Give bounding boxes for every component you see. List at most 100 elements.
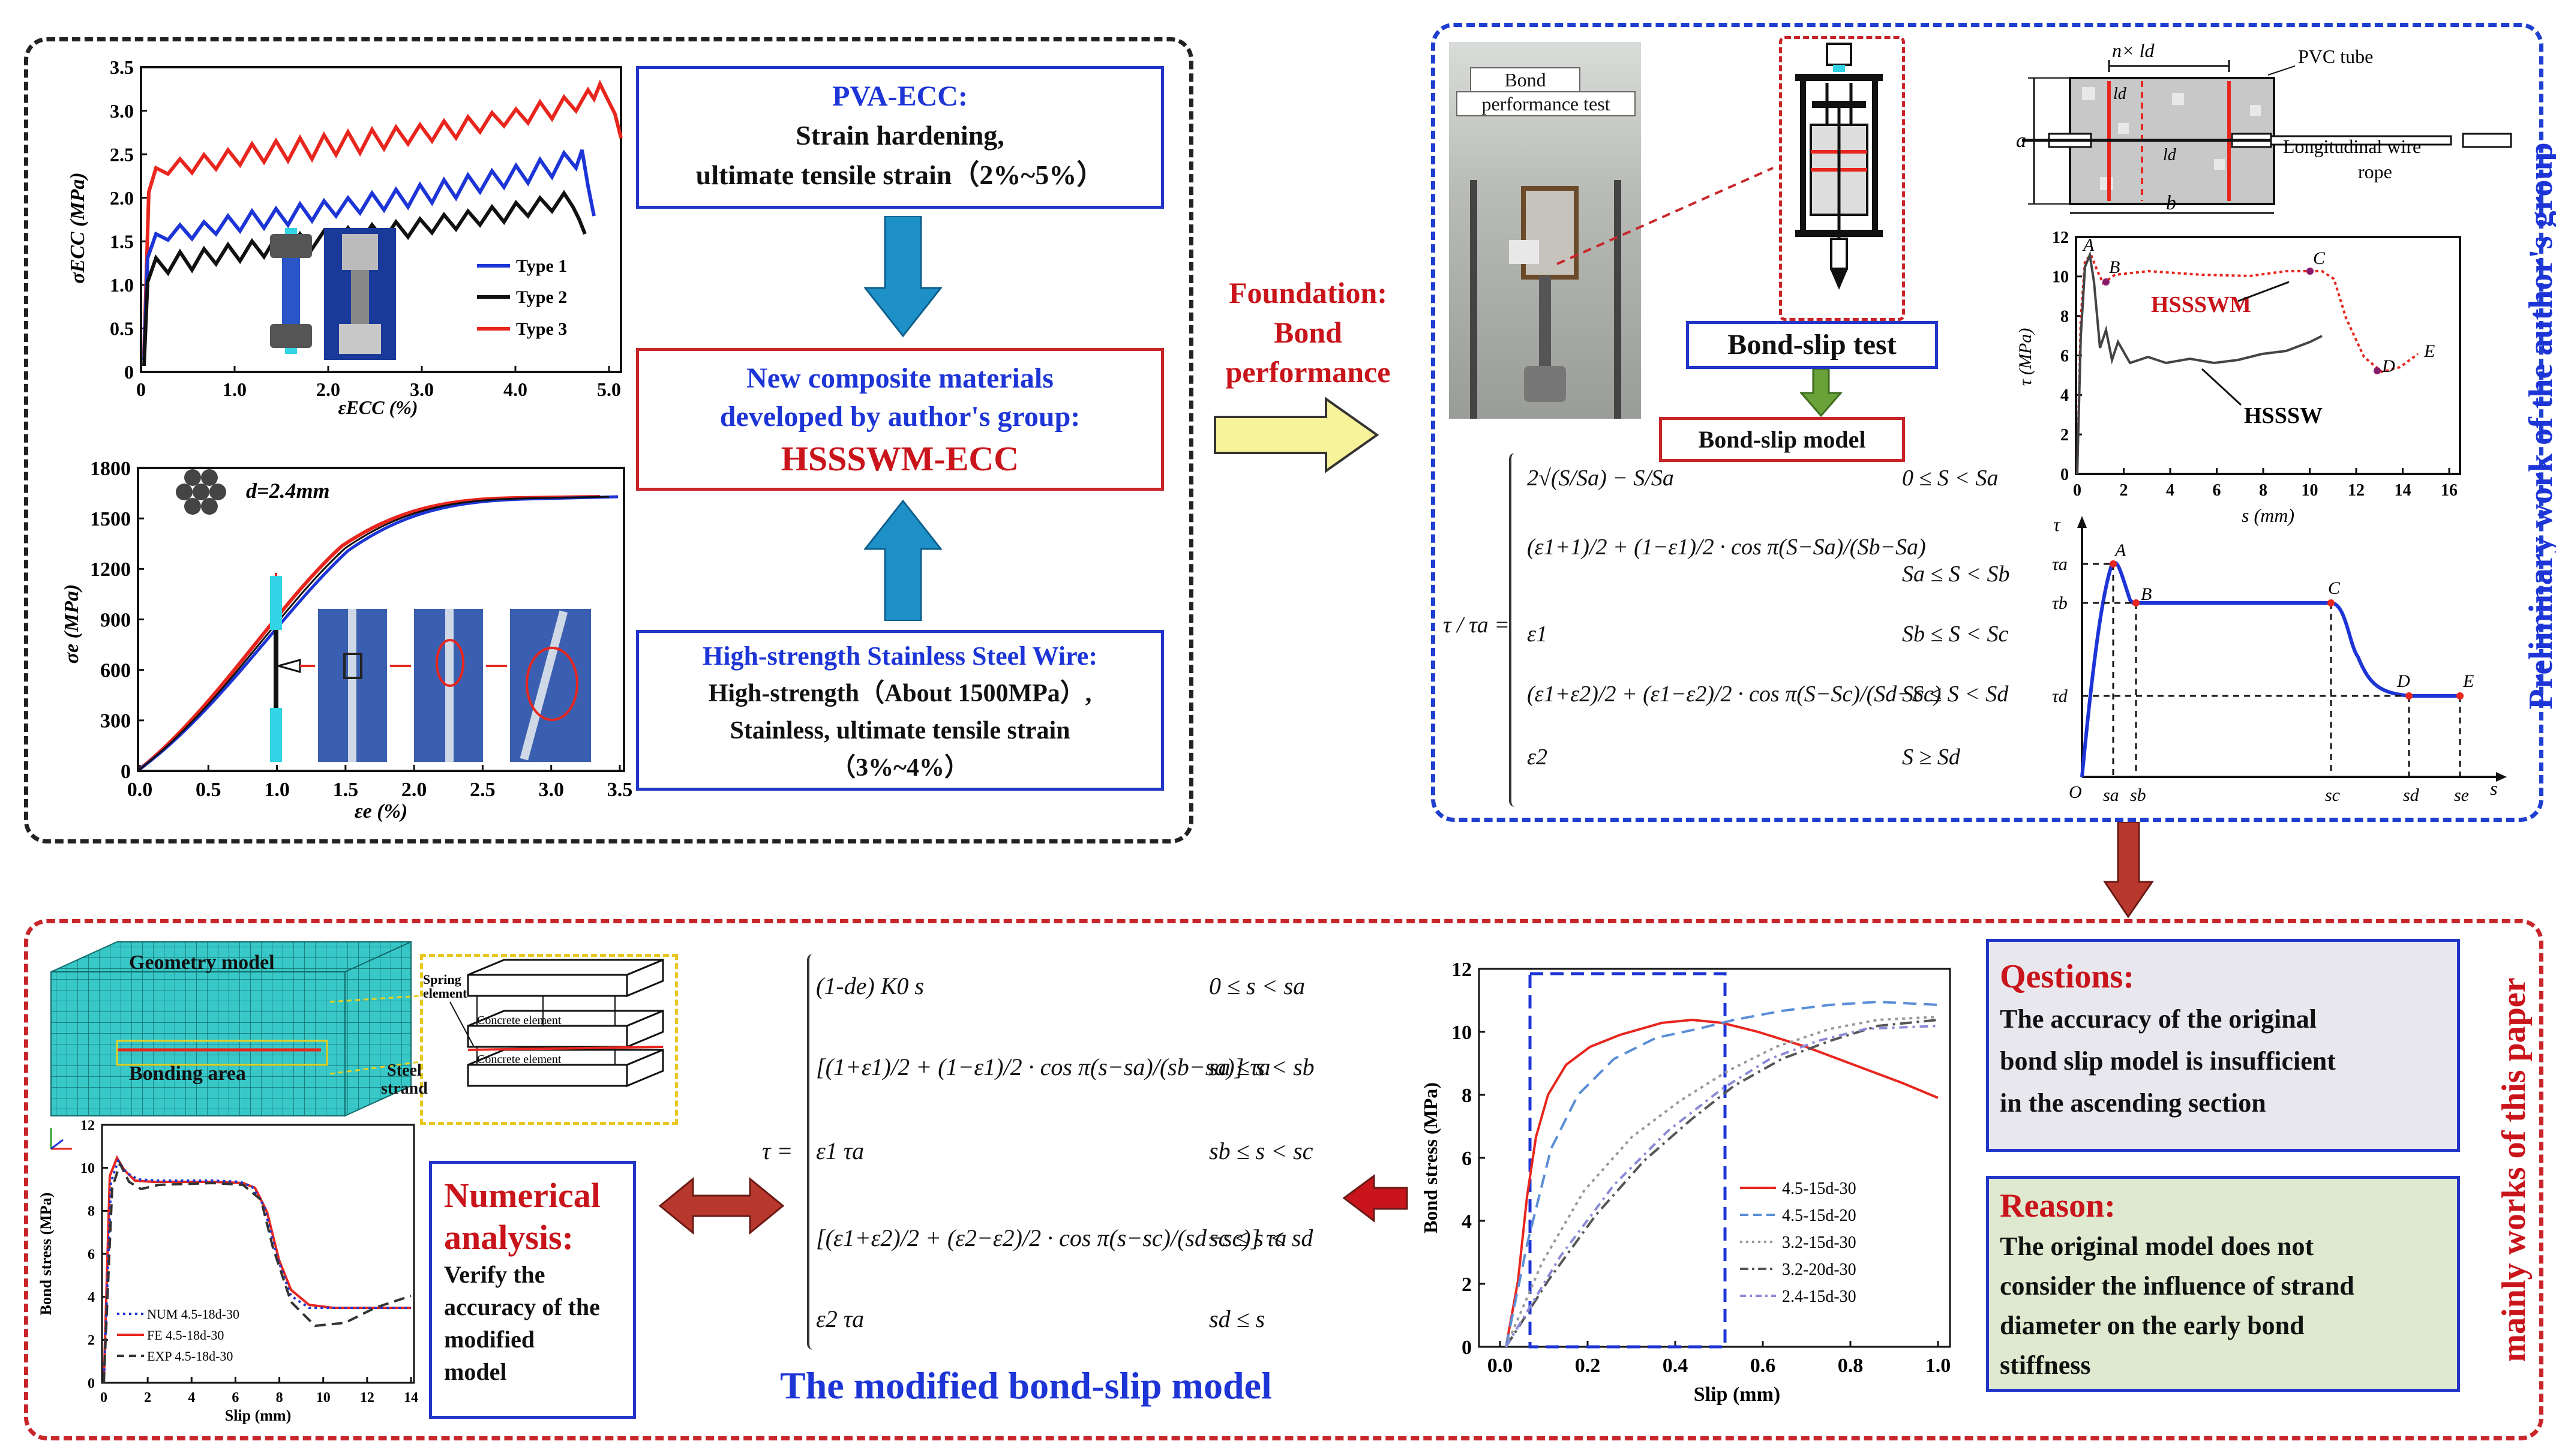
questions-line-2: bond slip model is insufficient: [2000, 1046, 2336, 1076]
bond-top-y-tick-label: 10: [2052, 268, 2069, 287]
ecc-ylabel: σECC (MPa): [67, 172, 89, 284]
orig-eq-row5: ε2: [1527, 744, 1547, 770]
bond-slip-test-label: Bond-slip test: [1686, 321, 1938, 369]
bottom-panel: [24, 919, 2543, 1440]
green-arrow-down-icon: [1800, 369, 1842, 417]
svg-text:C: C: [2328, 578, 2341, 598]
reason-box: Reason: The original model does not cons…: [1986, 1176, 2460, 1392]
svg-text:b: b: [2166, 192, 2176, 214]
foundation-label: Foundation: Bond performance: [1225, 276, 1391, 389]
leader-line: [1556, 167, 1774, 265]
svg-text:sc: sc: [2325, 785, 2340, 805]
slip-y-tick-label: 0: [1462, 1337, 1472, 1359]
svg-text:4.5-15d-30: 4.5-15d-30: [1782, 1179, 1856, 1198]
slip-y-tick-label: 4: [1462, 1211, 1472, 1233]
reason-line-4: stiffness: [2000, 1350, 2091, 1380]
reason-line-1: The original model does not: [2000, 1232, 2314, 1261]
composite-line1: New composite materials: [746, 362, 1054, 394]
tensile-test-photo: [324, 228, 396, 360]
numerical-line-2: accuracy of the: [444, 1293, 600, 1320]
svg-text:3.2-15d-30: 3.2-15d-30: [1782, 1233, 1856, 1252]
svg-text:Type 2: Type 2: [516, 287, 567, 307]
svg-text:n× ld: n× ld: [2112, 40, 2155, 61]
photo-label-2: performance test: [1481, 93, 1610, 115]
ecc-legend: Type 1 Type 2 Type 3: [477, 256, 567, 339]
orig-eq-row1: 2√(S/Sa) − S/Sa: [1527, 466, 1674, 491]
mod-eq-cond5: sd ≤ s: [1209, 1305, 1265, 1332]
composite-name: HSSSWM-ECC: [781, 439, 1019, 478]
bond-top-x-tick-label: 8: [2259, 481, 2267, 500]
steel-wire-title: High-strength Stainless Steel Wire:: [703, 641, 1097, 671]
mod-eq-lhs: τ =: [762, 1137, 793, 1164]
arrow-down-icon: [864, 216, 942, 338]
pva-ecc-title: PVA-ECC:: [832, 80, 968, 112]
svg-text:B: B: [2141, 584, 2152, 604]
steel-y-tick-label: 900: [100, 609, 131, 631]
ecc-y-tick-label: 0.5: [110, 318, 134, 340]
steel-y-tick-label: 1200: [90, 559, 131, 581]
svg-text:sb: sb: [2130, 785, 2146, 805]
svg-text:τb: τb: [2052, 593, 2068, 613]
steel-y-tick-label: 0: [121, 761, 131, 783]
bond-top-y-tick-label: 0: [2060, 466, 2069, 484]
svg-text:Slip (mm): Slip (mm): [225, 1407, 292, 1424]
svg-text:E: E: [2462, 671, 2474, 691]
svg-text:3.2-20d-30: 3.2-20d-30: [1782, 1260, 1856, 1279]
steel-curve-black: [139, 496, 610, 770]
svg-text:D: D: [2396, 671, 2410, 691]
svg-text:Bond stress (MPa): Bond stress (MPa): [37, 1193, 55, 1316]
mod-eq-cond1: 0 ≤ s < sa: [1209, 972, 1306, 999]
steel-x-tick-label: 1.0: [264, 779, 290, 801]
svg-text:Concrete element: Concrete element: [477, 1053, 562, 1066]
numerical-analysis-box: Numerical analysis: Verify the accuracy …: [429, 1161, 636, 1419]
steel-y-tick-label: 1800: [90, 458, 131, 480]
svg-text:Type 3: Type 3: [516, 319, 567, 339]
fe-x-tick-label: 6: [232, 1390, 239, 1406]
ecc-y-tick-label: 3.0: [110, 100, 134, 122]
steel-curve-red: [139, 495, 601, 771]
arrow-right-icon: [1214, 397, 1379, 473]
slip-x-tick-label: 0.0: [1487, 1355, 1513, 1377]
steel-y-tick-label: 600: [100, 660, 131, 682]
steel-x-tick-label: 1.5: [333, 779, 359, 801]
svg-text:4.5-15d-20: 4.5-15d-20: [1782, 1206, 1856, 1225]
reason-line-2: consider the influence of strand: [2000, 1271, 2354, 1301]
svg-text:element: element: [423, 986, 467, 1001]
slip-y-tick-label: 6: [1462, 1148, 1472, 1170]
bond-top-x-tick-label: 0: [2073, 481, 2081, 500]
orig-eq-cond2: Sa ≤ S < Sb: [1902, 562, 2010, 587]
ecc-xlabel: εECC (%): [338, 397, 418, 418]
dogbone-specimen-icon: [270, 228, 312, 354]
svg-text:Bonding area: Bonding area: [129, 1062, 246, 1085]
bond-top-x-tick-label: 12: [2348, 481, 2365, 500]
numerical-line-1: Verify the: [444, 1261, 545, 1288]
ecc-series-type1: [142, 149, 596, 361]
svg-text:sa: sa: [2103, 785, 2119, 805]
fe-y-tick-label: 8: [88, 1204, 95, 1220]
svg-text:A: A: [2114, 541, 2126, 560]
orig-eq-cond1: 0 ≤ S < Sa: [1902, 466, 1999, 491]
bond-top-x-tick-label: 10: [2302, 481, 2318, 500]
mod-eq-cond2: sa ≤ s < sb: [1209, 1053, 1315, 1080]
mod-eq-row3: ε1 τa: [816, 1137, 865, 1164]
svg-text:B: B: [2109, 257, 2120, 277]
red-arrow-left-icon: [1342, 1174, 1408, 1223]
bond-top-y-tick-label: 2: [2060, 426, 2069, 445]
slip-y-tick-label: 10: [1451, 1022, 1472, 1044]
orig-eq-cond5: S ≥ Sd: [1902, 744, 1960, 770]
fe-y-tick-label: 6: [88, 1247, 95, 1262]
fe-legend: NUM 4.5-18d-30 FE 4.5-18d-30 EXP 4.5-18d…: [117, 1307, 239, 1364]
label-hssswm: HSSSWM: [2151, 292, 2251, 317]
mod-eq-cond4: sc ≤ s < sd: [1209, 1224, 1313, 1251]
steel-x-tick-label: 2.0: [401, 779, 427, 801]
orig-eq-row4: (ε1+ε2)/2 + (ε1−ε2)/2 · cos π(S−Sc)/(Sd−…: [1527, 682, 1942, 707]
slip-x-tick-label: 0.2: [1575, 1355, 1601, 1377]
steel-xlabel: εe (%): [355, 800, 408, 822]
svg-text:2.4-15d-30: 2.4-15d-30: [1782, 1287, 1856, 1306]
slip-y-tick-label: 8: [1462, 1085, 1472, 1107]
svg-text:Bond stress (MPa): Bond stress (MPa): [1422, 1082, 1441, 1233]
svg-text:sd: sd: [2403, 785, 2420, 805]
